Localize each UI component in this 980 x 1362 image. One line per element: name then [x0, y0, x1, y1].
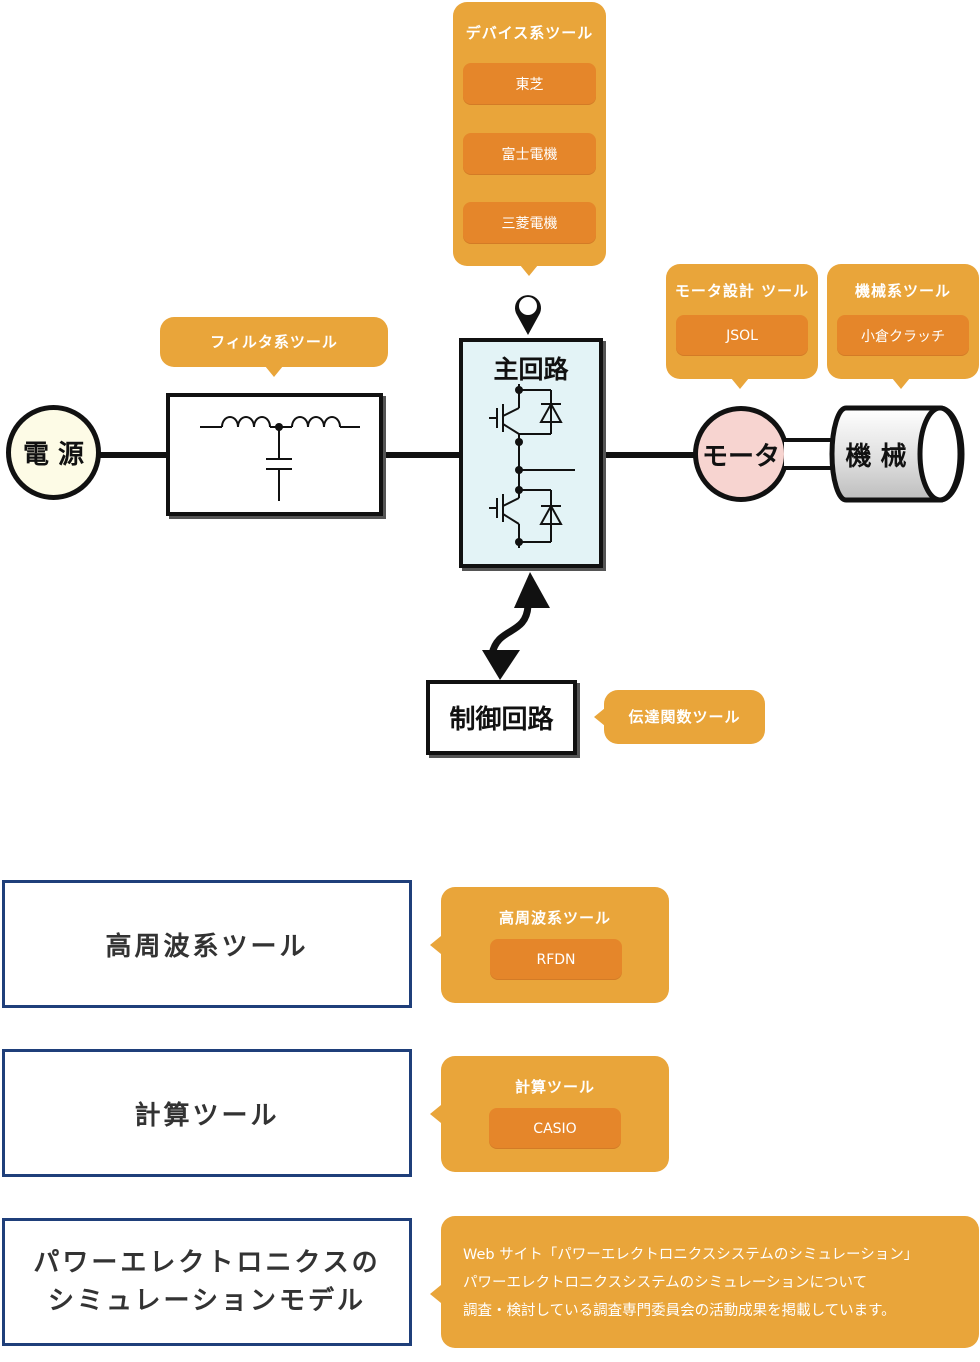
simulation-model-desc: Web サイト「パワーエレクトロニクスシステムのシミュレーション」 パワーエレク… — [463, 1241, 918, 1325]
simulation-model-desc-line2: パワーエレクトロニクスシステムのシミュレーションについて — [463, 1275, 868, 1291]
motor-tools-pointer — [731, 378, 749, 389]
motor-tools-title: モータ設計 ツール — [674, 282, 810, 300]
machine-cylinder-icon — [829, 405, 965, 503]
main-circuit-block: 主回路 — [459, 338, 603, 568]
device-tool-mitsubishi[interactable]: 三菱電機 — [463, 202, 596, 244]
machine-tools-callout: 機械系ツール 小倉クラッチ — [827, 264, 979, 379]
calculation-callout: 計算ツール CASIO — [441, 1056, 669, 1172]
category-high-frequency[interactable]: 高周波系ツール — [2, 880, 412, 1008]
simulation-model-callout[interactable]: Web サイト「パワーエレクトロニクスシステムのシミュレーション」 パワーエレク… — [441, 1216, 979, 1348]
motor-tool-jsol[interactable]: JSOL — [676, 315, 808, 356]
high-frequency-pointer — [430, 936, 441, 954]
filter-tools-pointer — [265, 366, 283, 377]
machine-label: 機 械 — [845, 442, 907, 472]
inverter-switch-symbol — [489, 384, 575, 548]
category-simulation-model-label-2: シミュレーションモデル — [48, 1286, 366, 1316]
power-source-node: 電 源 — [6, 405, 101, 500]
calculation-callout-title: 計算ツール — [514, 1078, 595, 1096]
control-signal-arrow-icon — [482, 572, 550, 680]
simulation-model-pointer — [430, 1285, 441, 1303]
control-circuit-label: 制御回路 — [449, 705, 554, 735]
machine-tool-ogura[interactable]: 小倉クラッチ — [837, 315, 969, 356]
high-frequency-callout: 高周波系ツール RFDN — [441, 887, 669, 1003]
calculation-pointer — [430, 1105, 441, 1123]
category-high-frequency-label: 高周波系ツール — [105, 931, 309, 962]
machine-tools-title: 機械系ツール — [854, 282, 951, 300]
tool-rfdn[interactable]: RFDN — [490, 939, 622, 980]
device-tools-callout: デバイス系ツール 東芝 富士電機 三菱電機 — [453, 2, 606, 266]
category-simulation-model-label-1: パワーエレクトロニクスの — [33, 1248, 381, 1278]
high-frequency-callout-title: 高周波系ツール — [498, 909, 611, 927]
control-circuit-block: 制御回路 — [426, 680, 577, 755]
category-calculation-label: 計算ツール — [134, 1100, 280, 1131]
transfer-tools-title: 伝達関数ツール — [628, 708, 741, 726]
category-calculation[interactable]: 計算ツール — [2, 1049, 412, 1177]
pin-marker-icon — [515, 295, 541, 335]
motor-node: モータ — [693, 406, 789, 502]
filter-tools-title: フィルタ系ツール — [210, 333, 338, 351]
category-simulation-model[interactable]: パワーエレクトロニクスの シミュレーションモデル — [2, 1218, 412, 1346]
main-circuit-label: 主回路 — [493, 355, 569, 384]
filter-tools-callout: フィルタ系ツール — [160, 317, 388, 367]
device-tools-pointer — [520, 265, 538, 276]
simulation-model-desc-line3: 調査・検討している調査専門委員会の活動成果を掲載しています。 — [463, 1303, 896, 1319]
simulation-model-desc-line1: Web サイト「パワーエレクトロニクスシステムのシミュレーション」 — [463, 1247, 919, 1263]
transfer-tools-callout: 伝達関数ツール — [604, 690, 765, 744]
transfer-tools-pointer — [594, 708, 605, 726]
lc-filter-symbol — [200, 416, 360, 501]
device-tool-toshiba[interactable]: 東芝 — [463, 63, 596, 105]
machine-tools-pointer — [892, 378, 910, 389]
main-wire — [96, 452, 701, 458]
device-tool-fuji[interactable]: 富士電機 — [463, 133, 596, 175]
motor-tools-callout: モータ設計 ツール JSOL — [666, 264, 818, 379]
tool-casio[interactable]: CASIO — [489, 1108, 621, 1149]
filter-block — [166, 393, 383, 516]
shaft — [784, 438, 836, 470]
device-tools-title: デバイス系ツール — [465, 24, 594, 42]
